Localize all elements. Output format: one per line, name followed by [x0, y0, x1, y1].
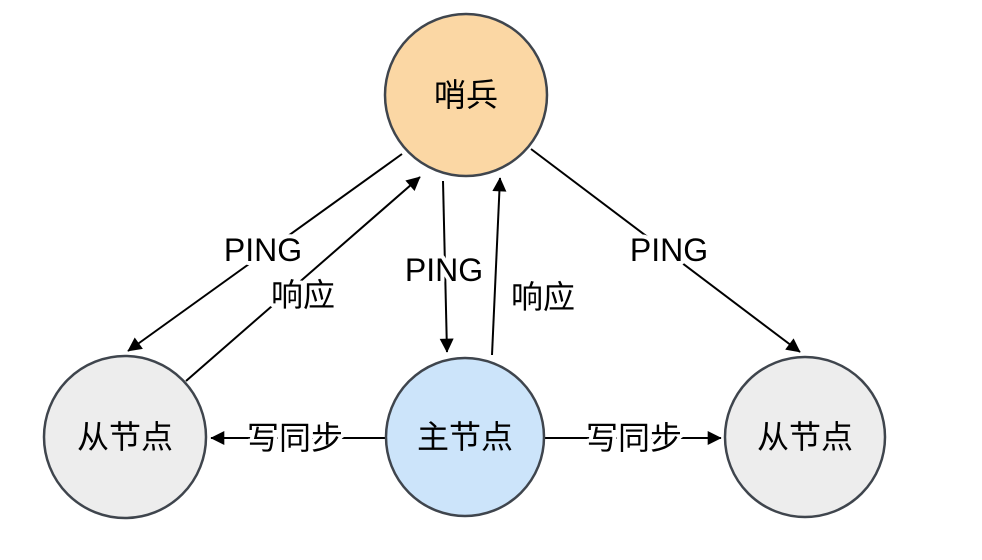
right-slave-node-label: 从节点	[757, 419, 853, 455]
edge-response-master-to-sentinel-label: 响应	[511, 279, 575, 315]
edge-ping-sentinel-to-master-label: PING	[405, 252, 483, 288]
node-sentinel: 哨兵	[383, 12, 549, 178]
edge-writesync-master-to-left-slave-label: 写同步	[247, 420, 343, 456]
left-slave-node-label: 从节点	[77, 419, 173, 455]
edge-ping-sentinel-to-right-slave-line	[530, 148, 801, 353]
node-master: 主节点	[384, 356, 546, 518]
edge-labels-layer: PING 响应 PING 响应 PING 写同步 写同步	[220, 228, 712, 460]
sentinel-node-circle	[383, 12, 549, 178]
edge-response-left-slave-to-sentinel-label: 响应	[271, 277, 335, 313]
left-slave-node-circle	[42, 354, 208, 520]
master-node-label: 主节点	[417, 419, 513, 455]
node-slave-right: 从节点	[723, 355, 887, 519]
edges-layer	[127, 148, 801, 445]
edge-ping-sentinel-to-right-slave-label: PING	[630, 232, 708, 268]
edge-response-master-to-sentinel-line	[491, 177, 507, 356]
edge-response-left-slave-to-sentinel-line	[185, 176, 421, 382]
sentinel-node-label: 哨兵	[434, 77, 498, 113]
right-slave-node-circle	[723, 355, 887, 519]
node-slave-left: 从节点	[42, 354, 208, 520]
edge-ping-sentinel-to-left-slave-line	[127, 153, 403, 352]
master-node-circle	[384, 356, 546, 518]
edge-writesync-master-to-right-slave-label: 写同步	[586, 420, 682, 456]
edge-ping-sentinel-to-left-slave-label: PING	[224, 232, 302, 268]
edge-ping-sentinel-to-master-line	[439, 180, 454, 353]
